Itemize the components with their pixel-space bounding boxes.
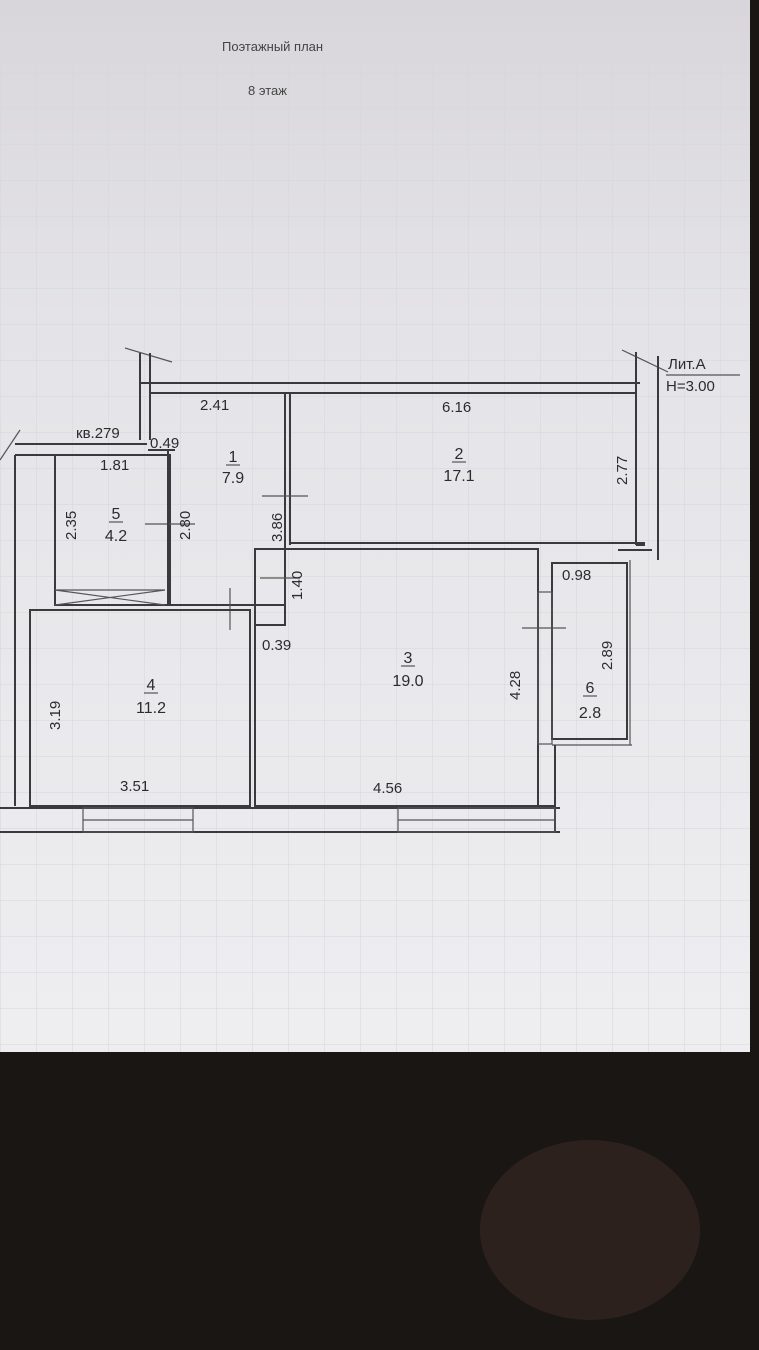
room-area: 19.0 [392, 673, 423, 690]
dim-0-49: 0.49 [150, 435, 179, 452]
room-area: 2.8 [579, 705, 601, 722]
room-6: 6 2.8 [579, 680, 601, 722]
room-number: 5 [112, 506, 121, 523]
height-label: H=3.00 [666, 378, 715, 395]
room-4: 4 11.2 [136, 677, 166, 717]
room-number: 1 [229, 449, 238, 466]
apartment-number: кв.279 [76, 425, 120, 442]
dim-1-40: 1.40 [289, 571, 306, 600]
dim-0-98: 0.98 [562, 567, 591, 584]
room-5: 5 4.2 [105, 506, 127, 545]
dim-2-77: 2.77 [614, 456, 631, 485]
dim-3-19: 3.19 [47, 701, 64, 730]
litera-label: Лит.А [668, 356, 706, 373]
finger-shadow [480, 1140, 700, 1320]
grid [0, 0, 750, 1052]
dim-1-81: 1.81 [100, 457, 129, 474]
dim-2-41: 2.41 [200, 397, 229, 414]
room-area: 17.1 [443, 468, 474, 485]
room-area: 11.2 [136, 700, 166, 717]
room-area: 7.9 [222, 470, 244, 487]
dim-2-89: 2.89 [599, 641, 616, 670]
plan-title: Поэтажный план [222, 39, 323, 54]
room-number: 4 [147, 677, 156, 694]
dim-2-35: 2.35 [63, 511, 80, 540]
dim-3-51: 3.51 [120, 778, 149, 795]
labels: Лит.А H=3.00 кв.279 2.41 6.16 0.49 1.81 … [47, 356, 715, 797]
dim-6-16: 6.16 [442, 399, 471, 416]
dim-2-80: 2.80 [177, 511, 194, 540]
dim-3-86: 3.86 [269, 513, 286, 542]
room-number: 6 [586, 680, 595, 697]
room-2: 2 17.1 [443, 446, 474, 485]
dim-4-56: 4.56 [373, 780, 402, 797]
room-number: 2 [455, 446, 464, 463]
dim-0-39: 0.39 [262, 637, 291, 654]
walls [0, 347, 740, 833]
room-3: 3 19.0 [392, 650, 423, 690]
room-number: 3 [404, 650, 413, 667]
floor-label: 8 этаж [248, 83, 287, 98]
room-1: 1 7.9 [222, 449, 244, 487]
room-area: 4.2 [105, 528, 127, 545]
dim-4-28: 4.28 [507, 671, 524, 700]
